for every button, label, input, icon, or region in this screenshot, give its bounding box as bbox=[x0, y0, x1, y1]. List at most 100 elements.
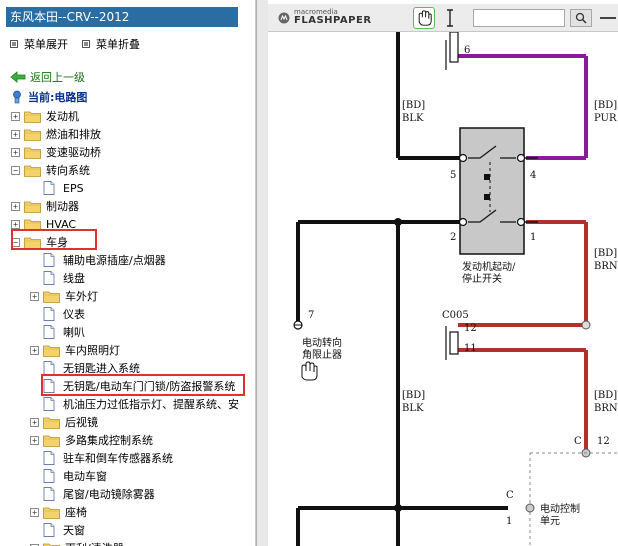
folder-icon bbox=[43, 507, 60, 519]
tree-item[interactable]: +座椅 bbox=[30, 503, 87, 521]
expand-node-icon[interactable]: + bbox=[11, 201, 20, 211]
limiter-label-line2: 角限止器 bbox=[302, 349, 342, 361]
tree-item-label: 天窗 bbox=[63, 524, 85, 537]
expand-node-icon[interactable]: + bbox=[11, 129, 20, 139]
document-icon bbox=[43, 271, 55, 285]
tree-item[interactable]: + 多路集成控制系统 bbox=[30, 431, 153, 449]
back-arrow-icon bbox=[10, 71, 26, 83]
tree-item-label: 喇叭 bbox=[63, 326, 85, 339]
pin-1-label: 1 bbox=[530, 232, 536, 243]
tree-item[interactable]: +制动器 bbox=[11, 197, 79, 215]
tree-item-label: EPS bbox=[63, 181, 84, 195]
document-icon bbox=[43, 361, 55, 375]
pin-5-label: 5 bbox=[450, 170, 456, 181]
limiter-label-line1: 电动转向 bbox=[302, 336, 342, 349]
tree-item[interactable]: 无钥匙/电动车门门锁/防盗报警系统 bbox=[30, 377, 235, 395]
folder-icon bbox=[24, 147, 41, 159]
logo-line2: FLASHPAPER bbox=[294, 15, 372, 26]
tree-item-label: 发动机 bbox=[46, 110, 79, 123]
document-icon bbox=[43, 253, 55, 267]
tree-item[interactable]: − 转向系统 bbox=[11, 161, 90, 179]
wire-pur-label: PUR bbox=[594, 113, 617, 124]
expand-node-icon[interactable]: + bbox=[30, 507, 39, 517]
junction-dot-1 bbox=[394, 218, 402, 226]
ecu-label-line2: 单元 bbox=[540, 515, 560, 527]
tree-item[interactable]: −车身 bbox=[11, 233, 68, 251]
expand-node-icon[interactable]: + bbox=[11, 147, 20, 157]
tree-item[interactable]: 电动车窗 bbox=[30, 467, 107, 485]
folder-icon bbox=[43, 291, 60, 303]
folder-icon bbox=[24, 201, 41, 213]
tree-item[interactable]: 辅助电源插座/点烟器 bbox=[30, 251, 166, 269]
tree-item[interactable]: 驻车和倒车传感器系统 bbox=[30, 449, 173, 467]
tree-item[interactable]: 机油压力过低指示灯、提醒系统、安 bbox=[30, 395, 239, 413]
flashpaper-toolbar: macromedia FLASHPAPER bbox=[268, 4, 618, 32]
tree-item[interactable]: EPS bbox=[30, 179, 84, 197]
text-select-tool-icon[interactable] bbox=[444, 8, 456, 28]
tree-item[interactable]: 天窗 bbox=[30, 521, 85, 539]
tree-item[interactable]: + 燃油和排放 bbox=[11, 125, 101, 143]
tree-item-label: 多路集成控制系统 bbox=[65, 434, 153, 447]
tree-item-label: 雨刮/清洗器 bbox=[65, 540, 124, 546]
menu-row: 菜单展开 菜单折叠 bbox=[10, 36, 140, 52]
tree-item[interactable]: + 雨刮/清洗器 bbox=[30, 539, 124, 546]
pin-11-label: 11 bbox=[464, 343, 477, 354]
expand-node-icon[interactable]: + bbox=[11, 219, 20, 229]
expand-node-icon[interactable]: + bbox=[30, 435, 39, 445]
folder-icon bbox=[43, 543, 60, 546]
expand-node-icon[interactable]: + bbox=[30, 345, 39, 355]
tree-item-label: 车外灯 bbox=[65, 290, 98, 303]
ecu-pin-1 bbox=[525, 503, 535, 513]
pane-splitter[interactable] bbox=[256, 0, 268, 546]
tree-item-label: 车内照明灯 bbox=[65, 344, 120, 357]
search-button[interactable] bbox=[570, 9, 592, 27]
document-icon bbox=[43, 451, 55, 465]
expand-node-icon[interactable]: + bbox=[11, 111, 20, 121]
tree-item-label: 转向系统 bbox=[46, 164, 90, 177]
tree-item[interactable]: 喇叭 bbox=[30, 323, 85, 341]
tree-item-label: 辅助电源插座/点烟器 bbox=[63, 254, 166, 267]
engine-switch-body bbox=[459, 127, 525, 255]
tree-item[interactable]: +HVAC bbox=[11, 215, 76, 233]
tree-item[interactable]: + 发动机 bbox=[11, 107, 79, 125]
expand-node-icon[interactable]: + bbox=[30, 291, 39, 301]
phone-watermark: 028-67038200 bbox=[506, 0, 580, 2]
wiring-diagram: 6 5 4 2 1 发动机起动/ 停止开关 [BD] BLK [BD] PUR … bbox=[293, 30, 618, 546]
tree-item[interactable]: +后视镜 bbox=[30, 413, 98, 431]
tree-item[interactable]: 无钥匙进入系统 bbox=[30, 359, 140, 377]
collapse-node-icon[interactable]: − bbox=[11, 165, 20, 175]
search-input[interactable] bbox=[473, 9, 565, 27]
switch-label-line1: 发动机起动/ bbox=[462, 260, 516, 273]
document-icon bbox=[43, 307, 55, 321]
tree-item[interactable]: 仪表 bbox=[30, 305, 85, 323]
wire-bd-blk2: [BD] bbox=[402, 390, 425, 401]
hand-tool-button[interactable] bbox=[413, 7, 435, 29]
wire-brn1-label: BRN bbox=[594, 261, 618, 272]
back-link[interactable]: 返回上一级 bbox=[10, 69, 85, 85]
expand-node-icon[interactable]: + bbox=[30, 543, 39, 546]
document-icon bbox=[43, 325, 55, 339]
collapse-menu-button[interactable]: 菜单折叠 bbox=[82, 36, 140, 52]
tree-item[interactable]: + 车外灯 bbox=[30, 287, 98, 305]
tree-item-label: 无钥匙/电动车门门锁/防盗报警系统 bbox=[63, 380, 236, 393]
wire-blk2-label: BLK bbox=[402, 403, 424, 414]
location-icon bbox=[13, 90, 21, 104]
tree-item[interactable]: + 车内照明灯 bbox=[30, 341, 120, 359]
folder-open-icon bbox=[24, 237, 41, 249]
expand-node-icon[interactable]: + bbox=[30, 417, 39, 427]
tree-item-label: 电动车窗 bbox=[63, 470, 107, 483]
tree-item[interactable]: 线盘 bbox=[30, 269, 85, 287]
zoom-out-icon[interactable] bbox=[596, 9, 618, 27]
highlight-keyless-item bbox=[41, 374, 245, 396]
folder-icon bbox=[43, 417, 60, 429]
pin-12-label: 12 bbox=[464, 323, 477, 334]
tree-item-label: 燃油和排放 bbox=[46, 128, 101, 141]
document-icon bbox=[43, 181, 55, 195]
tree-item[interactable]: +变速驱动桥 bbox=[11, 143, 101, 161]
expand-menu-button[interactable]: 菜单展开 bbox=[10, 36, 68, 52]
document-icon bbox=[43, 379, 55, 393]
wire-bd-brn1: [BD] bbox=[594, 248, 617, 259]
connector-c005-label: C005 bbox=[442, 310, 469, 321]
ecu-c-top: C bbox=[574, 436, 582, 447]
tree-item[interactable]: 尾窗/电动镜除雾器 bbox=[30, 485, 155, 503]
